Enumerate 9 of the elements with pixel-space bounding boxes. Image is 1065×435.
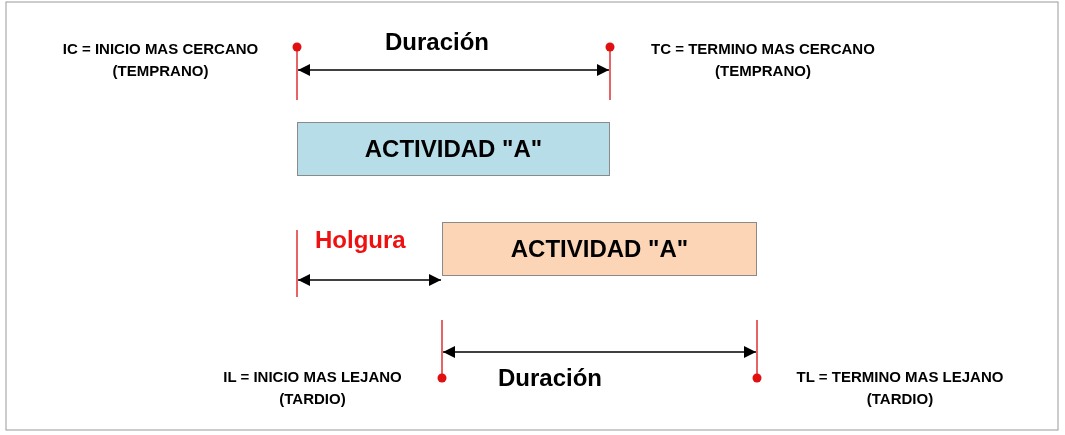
event-label: IC = INICIO MAS CERCANO (TEMPRANO) — [61, 39, 260, 81]
duration-label: Duración — [498, 364, 602, 392]
duration-label: Duración — [385, 28, 489, 56]
event-label: TC = TERMINO MAS CERCANO (TEMPRANO) — [650, 39, 876, 81]
event-label: TL = TERMINO MAS LEJANO (TARDIO) — [795, 367, 1005, 409]
activity-bar: ACTIVIDAD "A" — [442, 222, 757, 276]
slack-label: Holgura — [315, 226, 406, 254]
activity-bar: ACTIVIDAD "A" — [297, 122, 610, 176]
event-label: IL = INICIO MAS LEJANO (TARDIO) — [222, 367, 403, 409]
